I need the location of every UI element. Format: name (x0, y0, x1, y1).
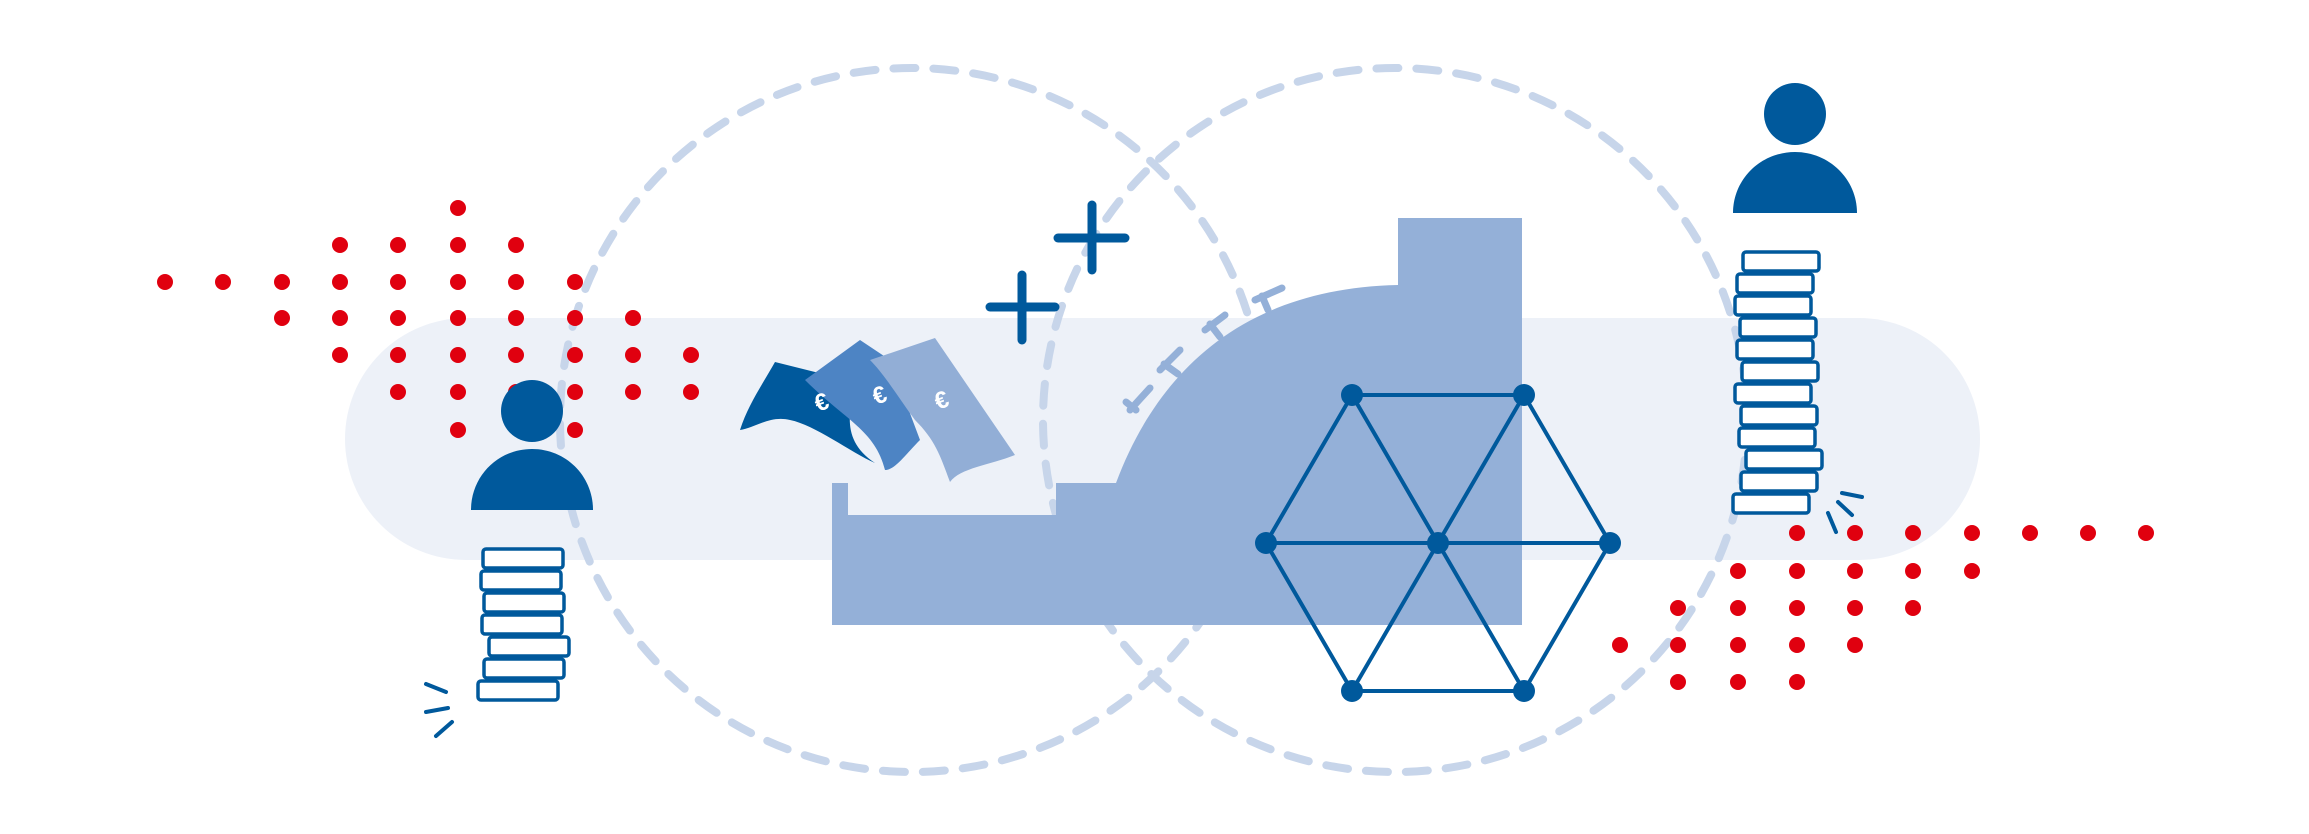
red-dot (567, 384, 583, 400)
red-dot (1789, 637, 1805, 653)
red-dot (1730, 674, 1746, 690)
coin (482, 657, 566, 680)
red-dot (2138, 525, 2154, 541)
red-dot (508, 237, 524, 253)
coin (1739, 470, 1819, 493)
red-dot (567, 347, 583, 363)
red-dot (390, 274, 406, 290)
red-dot (274, 274, 290, 290)
person-icon-left (471, 380, 593, 510)
coin (481, 547, 565, 570)
coin-stack-icon-right (1731, 250, 1824, 515)
coin (1738, 316, 1818, 339)
sparkle-lines-left (424, 682, 454, 738)
coin (480, 613, 564, 636)
red-dot (1905, 563, 1921, 579)
red-dot (1847, 637, 1863, 653)
red-dot (450, 347, 466, 363)
red-dot (1730, 637, 1746, 653)
red-dot (567, 422, 583, 438)
coin (1744, 448, 1824, 471)
red-dot (1905, 600, 1921, 616)
red-dot (508, 274, 524, 290)
red-dot (450, 237, 466, 253)
red-dot (1964, 525, 1980, 541)
red-dot (157, 274, 173, 290)
red-dot (390, 384, 406, 400)
coin (476, 679, 560, 702)
red-dot (450, 384, 466, 400)
red-dot (1670, 600, 1686, 616)
coin (1735, 338, 1815, 361)
red-dot (1670, 637, 1686, 653)
red-dot (508, 347, 524, 363)
red-dot (450, 310, 466, 326)
red-dot (683, 384, 699, 400)
bank-building-icon (832, 218, 1522, 625)
red-dot (1789, 674, 1805, 690)
red-dot (1847, 563, 1863, 579)
red-dot (390, 310, 406, 326)
red-dot (390, 237, 406, 253)
coin (1733, 382, 1813, 405)
red-dot (450, 200, 466, 216)
red-dot (332, 237, 348, 253)
red-dot (2022, 525, 2038, 541)
red-dot (1612, 637, 1628, 653)
coin (1733, 294, 1813, 317)
red-dot (625, 310, 641, 326)
red-dot (567, 310, 583, 326)
red-dot (1730, 600, 1746, 616)
red-dot (1730, 563, 1746, 579)
network-nodes (1255, 384, 1621, 702)
red-dot (332, 310, 348, 326)
red-dot (625, 384, 641, 400)
red-dot (1789, 563, 1805, 579)
red-dot (683, 347, 699, 363)
red-dot (1789, 525, 1805, 541)
red-dot (1964, 563, 1980, 579)
red-dot (1670, 674, 1686, 690)
euro-banknote-icon: € € € (740, 338, 1015, 482)
red-dot (1847, 525, 1863, 541)
coin (1735, 272, 1815, 295)
person-icon-right (1733, 83, 1857, 213)
red-dot (332, 347, 348, 363)
red-dot (508, 310, 524, 326)
coin (1739, 404, 1819, 427)
coin (1737, 426, 1817, 449)
red-dot-arrow-left (157, 200, 699, 438)
plus-icon (985, 200, 1130, 345)
red-dot (625, 347, 641, 363)
coin (479, 569, 563, 592)
red-dot (332, 274, 348, 290)
red-dot (215, 274, 231, 290)
red-dot (1905, 525, 1921, 541)
red-dot (1847, 600, 1863, 616)
red-dot (450, 422, 466, 438)
coin (1741, 250, 1821, 273)
coin (482, 591, 566, 614)
coin (1731, 492, 1811, 515)
red-dot (450, 274, 466, 290)
red-dot (1789, 600, 1805, 616)
dome-tick-marks (1122, 284, 1286, 414)
red-dot (274, 310, 290, 326)
red-dot-arrow-right (1612, 525, 2154, 690)
coin (1740, 360, 1820, 383)
sparkle-lines-right (1826, 491, 1864, 534)
red-dot (390, 347, 406, 363)
red-dot (567, 274, 583, 290)
red-dot (2080, 525, 2096, 541)
coin (487, 635, 571, 658)
coin-stack-icon-left (476, 547, 571, 702)
